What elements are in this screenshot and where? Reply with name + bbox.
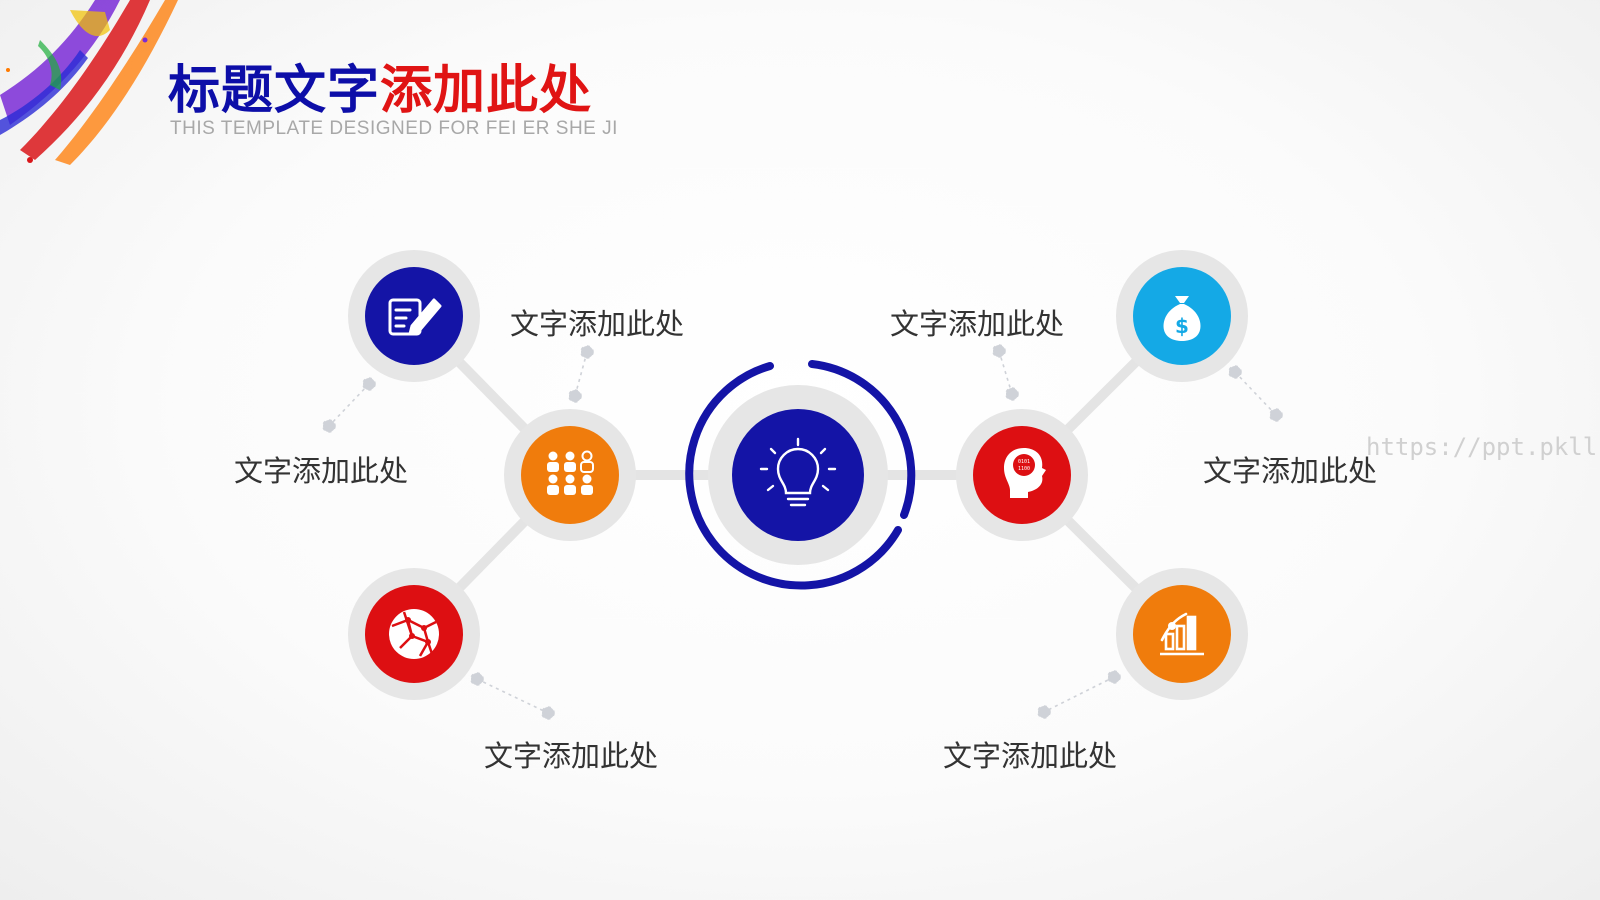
page-title: 标题文字添加此处 xyxy=(168,48,592,123)
label-edit: 文字添加此处 xyxy=(234,454,409,488)
svg-text:$: $ xyxy=(1175,314,1189,338)
center-node[interactable] xyxy=(685,360,916,590)
lightbulb-icon xyxy=(759,437,837,507)
dotted-leaders xyxy=(322,344,1283,720)
node-network[interactable] xyxy=(348,568,480,700)
watermark-url: https://ppt.pkll.de xyxy=(1366,433,1600,461)
title-part-blue: 标题文字 xyxy=(168,61,381,121)
label-growth: 文字添加此处 xyxy=(943,739,1118,773)
node-growth[interactable] xyxy=(1116,568,1248,700)
svg-text:1100: 1100 xyxy=(1018,466,1030,472)
node-edit[interactable] xyxy=(348,250,480,382)
paint-splash-decoration xyxy=(0,0,178,165)
label-team: 文字添加此处 xyxy=(510,307,685,341)
title-part-red: 添加此处 xyxy=(380,61,593,121)
label-money: 文字添加此处 xyxy=(1203,454,1378,488)
node-mind[interactable]: 0101 1100 xyxy=(956,409,1088,541)
head-binary-icon: 0101 1100 xyxy=(1004,448,1046,498)
label-network: 文字添加此处 xyxy=(484,739,659,773)
node-money[interactable]: $ xyxy=(1116,250,1248,382)
bar-chart-icon xyxy=(1160,612,1204,656)
money-bag-icon: $ xyxy=(1163,296,1201,341)
edit-document-icon xyxy=(388,298,442,336)
page-subtitle: THIS TEMPLATE DESIGNED FOR FEI ER SHE JI xyxy=(170,118,618,139)
label-mind: 文字添加此处 xyxy=(890,307,1065,341)
svg-text:0101: 0101 xyxy=(1018,459,1030,465)
node-team[interactable] xyxy=(504,409,636,541)
globe-network-icon xyxy=(389,609,439,659)
people-group-icon xyxy=(547,450,594,495)
